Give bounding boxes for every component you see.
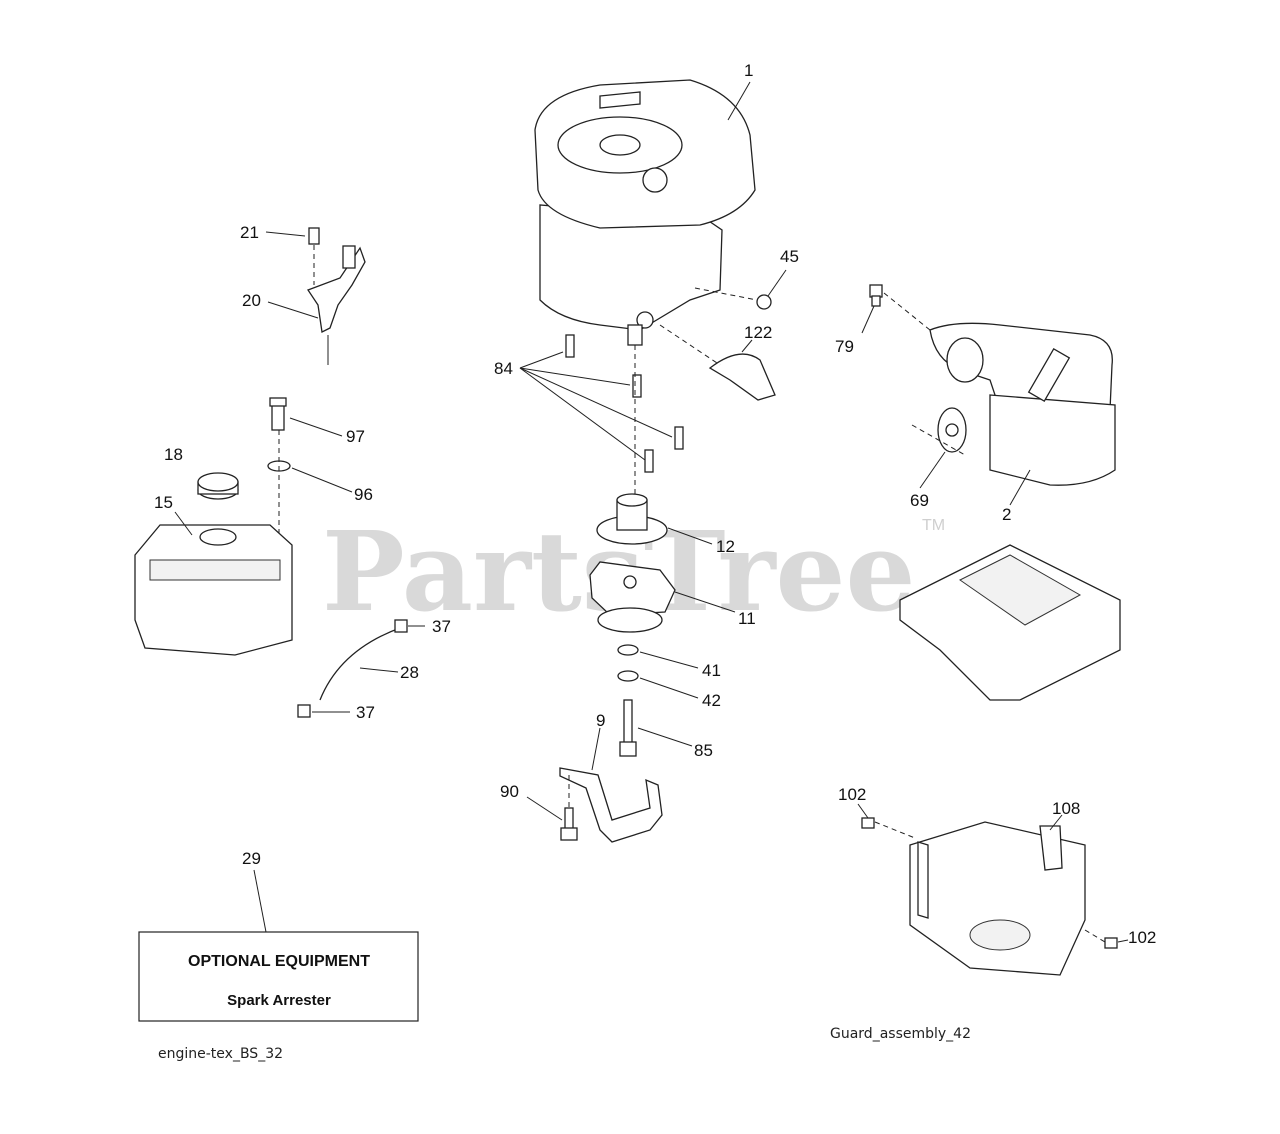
callout-41: 41 [702,661,721,680]
part-45 [756,294,772,310]
callout-122: 122 [744,323,772,342]
part-15-tank [134,524,293,656]
callout-69: 69 [910,491,929,510]
part-79-bolt [869,284,883,307]
part-42-washer [617,670,639,682]
callout-90: 90 [500,782,519,801]
callout-11: 11 [738,609,756,628]
callout-9: 9 [596,711,605,730]
callout-29: 29 [242,849,261,868]
part-9-bracket [559,767,663,843]
part-69-gasket [937,407,967,453]
part-37-clamp-top [394,619,408,633]
part-18-cap [197,472,239,500]
part-21-screw [308,227,320,245]
diagram-ref-right: Guard_assembly_42 [830,1026,971,1042]
part-41-washer [617,644,639,656]
optional-equipment-box [138,931,419,1022]
part-97-screw [269,397,287,431]
engine-drawing [534,79,756,346]
callout-20: 20 [242,291,261,310]
watermark-tm: TM [922,517,945,534]
callout-42: 42 [702,691,721,710]
callout-28: 28 [400,663,419,682]
callout-45: 45 [780,247,799,266]
callout-96: 96 [354,485,373,504]
callout-1: 1 [744,61,753,80]
part-11-clutch [589,561,676,633]
guard-assembly [909,821,1086,976]
part-37-clamp-bottom [297,704,311,718]
callout-102-right: 102 [1128,928,1156,947]
part-2-muffler [929,322,1116,486]
callout-97: 97 [346,427,365,446]
callout-37-top: 37 [432,617,451,636]
callout-84: 84 [494,359,513,378]
callout-18: 18 [164,445,183,464]
callout-85: 85 [694,741,713,760]
callout-12: 12 [716,537,735,556]
diagram-ref-left: engine-tex_BS_32 [158,1046,283,1062]
callout-79: 79 [835,337,854,356]
part-85-bolt [619,699,637,757]
callout-108: 108 [1052,799,1080,818]
callout-15: 15 [154,493,173,512]
part-102-screw-right [1104,937,1118,949]
optional-equipment-title: OPTIONAL EQUIPMENT [188,953,370,970]
optional-equipment-subtitle: Spark Arrester [227,992,331,1009]
callout-2: 2 [1002,505,1011,524]
part-28-fuel-line [319,627,401,701]
engine-mount-plate [899,544,1121,701]
part-90-bolt [560,807,578,841]
callout-102-top: 102 [838,785,866,804]
callout-37-bottom: 37 [356,703,375,722]
part-12-pulley [596,493,668,545]
callout-21: 21 [240,223,259,242]
part-122 [708,353,776,401]
part-20-throttle [307,245,366,365]
part-84-bolts [565,334,684,473]
part-102-screw-top [861,817,875,829]
